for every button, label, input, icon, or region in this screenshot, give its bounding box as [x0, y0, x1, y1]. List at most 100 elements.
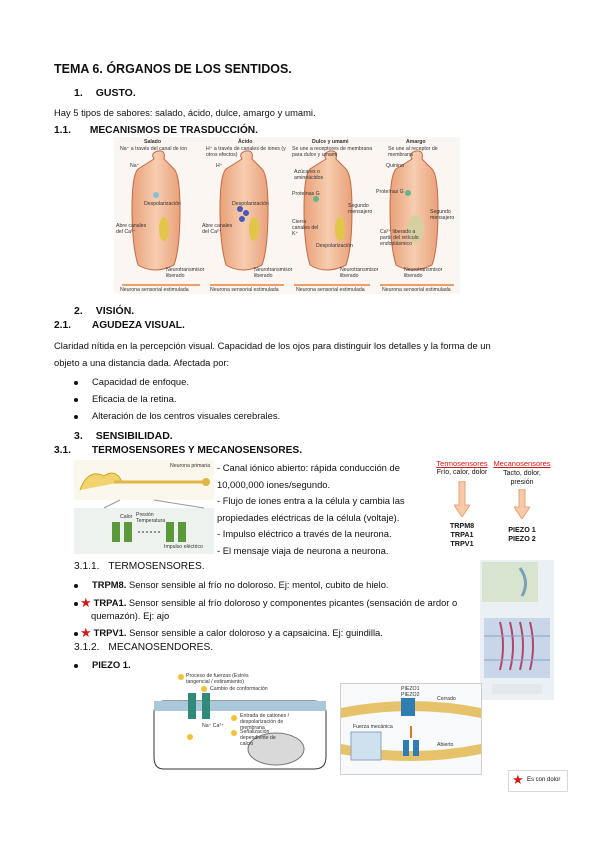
second-messenger-label: Segundo mensajero: [348, 203, 373, 215]
thermosensor-item: TRPA1: [450, 530, 474, 539]
ca-channel-label: Abre canales del Ca²⁺: [202, 223, 233, 235]
section-heading-gusto: 1. GUSTO.: [74, 87, 136, 99]
mechanosensors-sub: Tacto, dolor,presión: [503, 470, 541, 486]
section-number: 1.: [74, 87, 83, 99]
section-number: 3.1.1.: [74, 561, 100, 572]
thermosensors-sub: Frío, calor, dolor: [436, 469, 488, 476]
piezo-list-item: PIEZO 1.: [74, 659, 131, 670]
thermo-list-item: ★TRPA1. Sensor sensible al frío doloroso…: [74, 595, 457, 611]
sensor-line: - El mensaje viaja de neurona a neurona.: [217, 544, 389, 556]
thermosensor-item: TRPV1: [450, 539, 474, 548]
k-channel-label: Cierra canales del K⁺: [292, 219, 319, 237]
section-heading-vision: 2. VISIÓN.: [74, 305, 134, 317]
star-icon: ★: [512, 772, 524, 787]
sensor-line: - Flujo de iones entra a la célula y cam…: [217, 495, 405, 506]
thermo-list-item: TRPM8. Sensor sensible al frío no doloro…: [74, 579, 389, 590]
depol-label: Despolarización: [316, 243, 353, 249]
ca-release-label: Ca²⁺ liberado a partir del retículo endo…: [380, 229, 419, 247]
thermo-mechano-diagram: Termosensores Frío, calor, dolor TRPM8 T…: [432, 459, 552, 563]
section-heading-mecanosensores: 3.1.2. MECANOSENDORES.: [74, 642, 213, 653]
section-heading-agudeza: 2.1. AGUDEZA VISUAL.: [54, 320, 185, 331]
panel-title: Salado: [144, 139, 162, 145]
sensor-line: - Impulso eléctrico a través de la neuro…: [217, 528, 392, 539]
section-heading-sensibilidad: 3. SENSIBILIDAD.: [74, 430, 173, 442]
section-heading-mecanismos: 1.1. MECANISMOS DE TRASDUCCIÓN.: [54, 125, 258, 136]
taste-cell-acido: [219, 150, 269, 271]
thermosensor-item: TRPM8: [449, 521, 475, 530]
vision-paragraph-line: objeto a una distancia dada. Afectada po…: [54, 357, 230, 368]
section-label: AGUDEZA VISUAL.: [91, 320, 185, 331]
mechanosensor-item: PIEZO 1: [508, 525, 536, 534]
piezo-note: Proceso de fuerzas (Estrés tangencial / …: [186, 673, 249, 685]
pain-star-icon: ★: [80, 625, 92, 640]
thermo-list-item-continued: quemazón). Ej: ajo: [91, 610, 170, 621]
depol-label: Despolarización: [232, 201, 269, 207]
section-number: 3.: [74, 430, 83, 442]
section-label: GUSTO.: [95, 87, 136, 99]
section-label: VISIÓN.: [95, 305, 135, 317]
taste-cell-dulce: [303, 150, 353, 271]
piezo-note: Entrada de cationes / despolarización de…: [240, 713, 290, 731]
ion-label: H⁺: [216, 163, 223, 169]
mechanosensor-list: PIEZO 1 PIEZO 2: [492, 525, 552, 543]
section-number: 3.1.2.: [74, 642, 100, 653]
piezo1-cell-figure: Proceso de fuerzas (Estrés tangencial / …: [150, 671, 330, 775]
piezo-note: Cambio de conformación: [210, 686, 268, 692]
ion-label: Na⁺: [130, 163, 140, 169]
panel-title: Amargo: [406, 139, 426, 145]
sens-fig-label: Presión Temperatura: [136, 512, 166, 524]
thermosensors-title: Termosensores: [436, 459, 488, 468]
neurotransmitter-label: Neurotransmisor liberado: [340, 267, 379, 279]
taste-cell-amargo: [389, 150, 439, 271]
page-title: TEMA 6. ÓRGANOS DE LOS SENTIDOS.: [54, 62, 292, 76]
neuron-label: Neurona sensorial estimulada: [296, 287, 365, 293]
neurotransmitter-label: Neurotransmisor liberado: [166, 267, 205, 279]
ion-label: Azúcares o aminoácidos: [294, 169, 324, 181]
list-item: Alteración de los centros visuales cereb…: [74, 410, 280, 421]
sensory-neuron-figure: Neurona primaria Calor Presión Temperatu…: [74, 460, 214, 554]
force-label: Fuerza mecánica: [353, 724, 393, 730]
piezo-note: Señalización dependiente de calcio: [240, 729, 276, 747]
second-messenger-label: Segundo mensajero: [430, 209, 455, 221]
section-number: 2.1.: [54, 320, 71, 331]
piezo-ions: Na⁺ Ca²⁺: [202, 723, 224, 729]
taste-cell-salado: [131, 150, 181, 271]
sens-fig-label: Calor: [120, 514, 133, 520]
list-item: Capacidad de enfoque.: [74, 376, 189, 387]
panel-sub: Se une al receptor de membrana: [388, 146, 438, 158]
section-heading-termosensores: 3.1.1. TERMOSENSORES.: [74, 561, 205, 572]
section-heading-termo-mecano: 3.1. TERMOSENSORES Y MECANOSENSORES.: [54, 445, 302, 456]
closed-label: Cerrado: [437, 696, 456, 702]
section-label: MECANISMOS DE TRASDUCCIÓN.: [89, 125, 258, 136]
open-label: Abierto: [437, 742, 454, 748]
panel-sub: Na⁺ a través del canal de ion: [120, 146, 188, 152]
neuron-label: Neurona sensorial estimulada: [382, 287, 451, 293]
neurotransmitter-label: Neurotransmisor liberado: [404, 267, 443, 279]
pain-legend: ★ Es con dolor: [508, 770, 568, 792]
depol-label: Despolarización: [144, 201, 181, 207]
sensor-line: 10,000,000 iones/segundo.: [217, 478, 331, 490]
section-label: TERMOSENSORES Y MECANOSENSORES.: [91, 445, 303, 456]
ca-channel-label: Abre canales del Ca²⁺: [116, 223, 147, 235]
thermosensor-list: TRPM8 TRPA1 TRPV1: [432, 521, 492, 548]
neuron-label: Neurona sensorial estimulada: [120, 287, 189, 293]
section-label: MECANOSENDORES.: [108, 642, 214, 653]
ion-label: Quinina: [386, 163, 404, 169]
taste-transduction-figure: Salado Na⁺ a través del canal de ion Áci…: [114, 137, 460, 294]
sensor-line: - Canal iónico abierto: rápida conducció…: [217, 462, 400, 473]
legend-text: Es con dolor: [527, 777, 561, 783]
section-label: SENSIBILIDAD.: [95, 430, 173, 442]
section-number: 3.1.: [54, 445, 71, 456]
panel-title: Dulce y umami: [312, 139, 349, 145]
mechanosensors-title: Mecanosensores: [493, 459, 551, 468]
sens-fig-label: Neurona primaria: [170, 463, 211, 469]
sens-fig-label: Impulso eléctrico: [164, 544, 203, 550]
vision-paragraph-line: Claridad nítida en la percepción visual.…: [54, 340, 491, 351]
sensor-line: propiedades eléctricas de la célula (vol…: [217, 511, 400, 523]
g-protein-label: Proteínas G: [292, 191, 320, 197]
neuron-label: Neurona sensorial estimulada: [210, 287, 279, 293]
g-protein-label: Proteínas G: [376, 189, 404, 195]
pain-star-icon: ★: [80, 595, 92, 610]
